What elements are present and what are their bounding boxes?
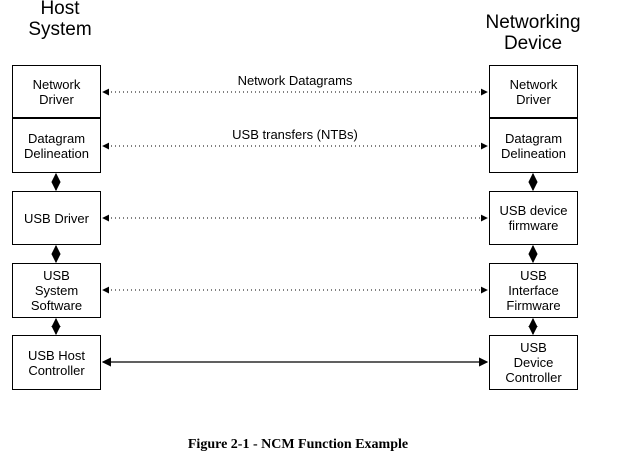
usb-transfers-label: USB transfers (NTBs) [232, 127, 358, 142]
network-datagrams-label: Network Datagrams [237, 73, 353, 88]
figure-caption: Figure 2-1 - NCM Function Example [187, 437, 409, 452]
host-system-title: Host System [28, 0, 92, 40]
host-usb-driver-box: USB Driver [12, 191, 101, 245]
networking-device-title: Networking Device [485, 12, 581, 54]
